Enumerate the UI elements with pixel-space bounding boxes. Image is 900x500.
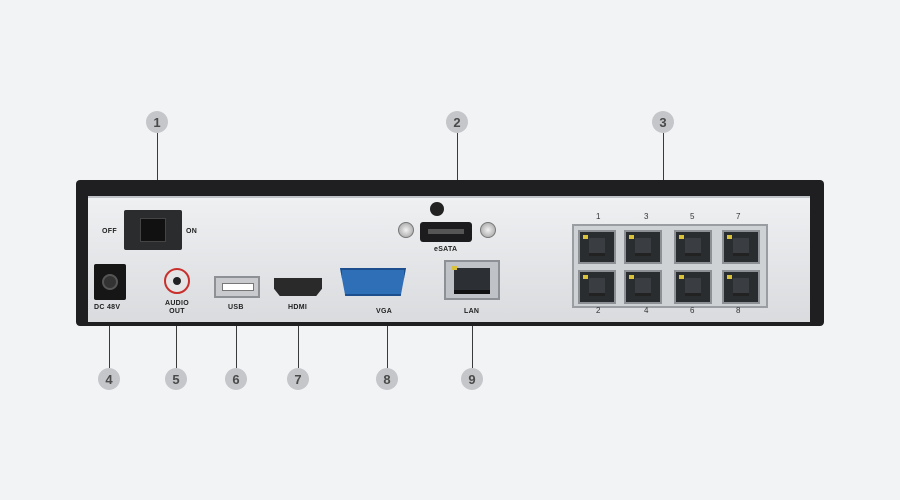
leader-line-4	[109, 316, 110, 368]
on-label: ON	[186, 228, 198, 235]
poe-number-1: 1	[596, 212, 601, 221]
poe-port-5[interactable]	[674, 230, 712, 264]
poe-port-3[interactable]	[624, 230, 662, 264]
usb-port[interactable]	[214, 276, 260, 298]
off-label: OFF	[102, 228, 117, 235]
leader-line-8	[387, 316, 388, 368]
callout-8: 8	[376, 368, 398, 390]
poe-port-4[interactable]	[624, 270, 662, 304]
poe-number-5: 5	[690, 212, 695, 221]
poe-port-2[interactable]	[578, 270, 616, 304]
rear-panel: OFF ON eSATA DC 48V AUDIO OUT USB HDMI V…	[88, 196, 810, 322]
callout-6: 6	[225, 368, 247, 390]
callout-2: 2	[446, 111, 468, 133]
lan-label: LAN	[464, 308, 480, 315]
leader-line-3	[663, 133, 664, 219]
usb-label: USB	[228, 304, 244, 311]
top-screw	[430, 202, 444, 216]
poe-port-block	[572, 224, 768, 308]
leader-line-6	[236, 312, 237, 368]
leader-line-7	[298, 312, 299, 368]
poe-port-8[interactable]	[722, 270, 760, 304]
callout-7: 7	[287, 368, 309, 390]
power-switch[interactable]	[124, 210, 182, 250]
leader-line-1	[157, 133, 158, 211]
leader-line-9	[472, 316, 473, 368]
hdmi-port[interactable]	[274, 278, 322, 296]
esata-screw-right	[480, 222, 496, 238]
vga-port[interactable]	[340, 268, 406, 296]
callout-4: 4	[98, 368, 120, 390]
poe-number-7: 7	[736, 212, 741, 221]
poe-number-2: 2	[596, 306, 601, 315]
poe-port-6[interactable]	[674, 270, 712, 304]
esata-screw-left	[398, 222, 414, 238]
poe-number-8: 8	[736, 306, 741, 315]
leader-line-5	[176, 318, 177, 368]
esata-label: eSATA	[434, 246, 458, 253]
esata-port[interactable]	[420, 222, 472, 242]
callout-3: 3	[652, 111, 674, 133]
poe-port-1[interactable]	[578, 230, 616, 264]
callout-1: 1	[146, 111, 168, 133]
callout-5: 5	[165, 368, 187, 390]
poe-number-3: 3	[644, 212, 649, 221]
dc-power-port[interactable]	[94, 264, 126, 300]
hdmi-label: HDMI	[288, 304, 308, 311]
audio-out-label: AUDIO OUT	[164, 300, 190, 315]
poe-number-4: 4	[644, 306, 649, 315]
vga-label: VGA	[376, 308, 393, 315]
lan-port[interactable]	[444, 260, 500, 300]
leader-line-2	[457, 133, 458, 219]
audio-out-port[interactable]	[164, 268, 190, 294]
dc-label: DC 48V	[94, 304, 121, 311]
poe-number-6: 6	[690, 306, 695, 315]
poe-port-7[interactable]	[722, 230, 760, 264]
callout-9: 9	[461, 368, 483, 390]
